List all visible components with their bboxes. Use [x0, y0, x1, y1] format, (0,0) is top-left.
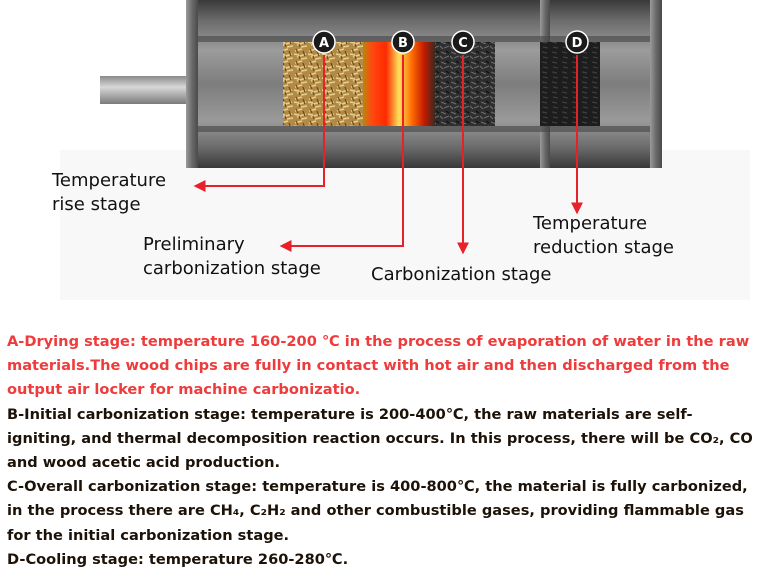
description-overall-carbonization: C-Overall carbonization stage: temperatu… — [7, 478, 748, 544]
label-carbonization: Carbonization stage — [371, 264, 552, 285]
svg-text:B: B — [398, 36, 408, 51]
description-cooling-stage: D-Cooling stage: temperature 260-280℃. — [7, 550, 349, 568]
svg-text:A: A — [319, 36, 329, 51]
arrow-a — [193, 55, 325, 192]
label-preliminary-line2: carbonization stage — [143, 258, 321, 279]
marker-a: A — [312, 30, 336, 54]
label-temperature-rise-line2: rise stage — [52, 194, 141, 215]
description-drying-stage: A-Drying stage: temperature 160-200 ℃ in… — [7, 333, 750, 399]
description-initial-carbonization: B-Initial carbonization stage: temperatu… — [7, 405, 753, 472]
marker-d: D — [565, 30, 589, 54]
inlet-pipe — [100, 76, 195, 104]
label-temperature-reduction-line2: reduction stage — [533, 237, 674, 258]
marker-b: B — [391, 30, 415, 54]
label-temperature-reduction-line1: Temperature — [532, 213, 647, 234]
arrow-b — [279, 55, 404, 252]
label-preliminary-line1: Preliminary — [143, 234, 245, 255]
svg-text:D: D — [572, 36, 583, 51]
marker-c: C — [451, 30, 475, 54]
cooling-charcoal — [540, 42, 600, 126]
carbonizing-material — [435, 42, 495, 126]
stage-descriptions: A-Drying stage: temperature 160-200 ℃ in… — [7, 330, 759, 572]
carbonization-furnace-diagram: A B C D Temperature rise stage Prelimina… — [51, 0, 674, 285]
svg-text:C: C — [458, 36, 468, 51]
label-temperature-rise-line1: Temperature — [51, 170, 166, 191]
burning-zone — [363, 42, 435, 126]
